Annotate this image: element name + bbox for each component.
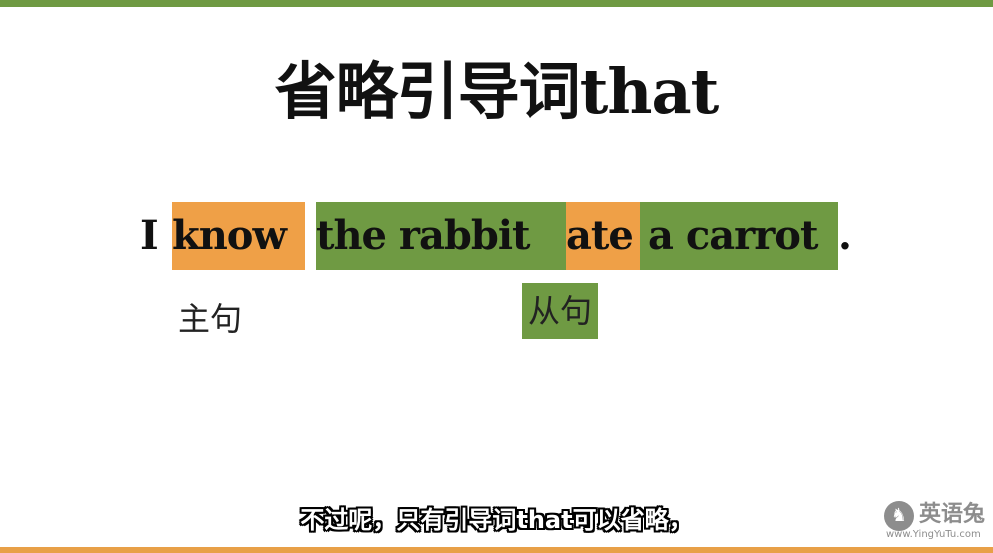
brand-name: 英语兔 bbox=[919, 502, 986, 527]
video-subtitle: 不过呢，只有引导词that可以省略， bbox=[300, 506, 693, 534]
brand-url: www.YingYuTu.com bbox=[886, 529, 981, 540]
word-clause-verb: ate bbox=[566, 202, 640, 270]
bottom-accent-bar bbox=[0, 547, 993, 553]
top-accent-bar bbox=[0, 0, 993, 7]
word-main-verb: know bbox=[172, 202, 305, 270]
slide-title: 省略引导词that bbox=[274, 55, 720, 128]
sub-clause-label: 从句 bbox=[522, 283, 598, 339]
word-clause-subject: the rabbit bbox=[316, 202, 566, 270]
word-subject: I bbox=[140, 212, 159, 259]
sentence-period: . bbox=[838, 212, 852, 259]
main-clause-label: 主句 bbox=[178, 300, 243, 338]
rabbit-icon: ♞ bbox=[884, 501, 914, 531]
word-clause-object: a carrot bbox=[640, 202, 838, 270]
brand-logo: ♞ 英语兔 www.YingYuTu.com bbox=[884, 498, 988, 542]
